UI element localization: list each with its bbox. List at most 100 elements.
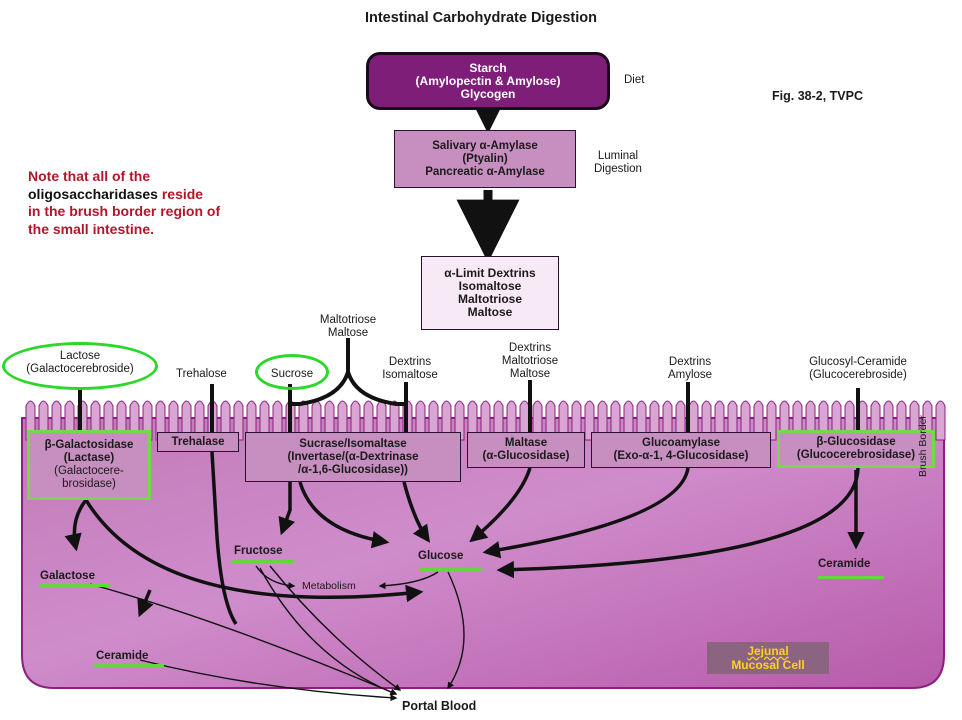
lactose-highlight — [2, 342, 158, 390]
lactase-line-1: β-Galactosidase — [44, 439, 134, 451]
microvillus — [545, 400, 556, 441]
figure-reference: Fig. 38-2, TVPC — [772, 89, 863, 103]
jejunal-mucosal-cell-label: Jejunal Mucosal Cell — [707, 642, 829, 674]
microvillus — [467, 400, 478, 441]
lactase-enzyme-box: β-Galactosidase (Lactase) (Galactocere- … — [27, 430, 151, 500]
note-text: Note that all of the oligosaccharidases … — [28, 168, 288, 238]
glycogen-label: Glycogen — [460, 86, 516, 101]
glucose-underline — [420, 568, 482, 571]
microvillus — [220, 400, 231, 441]
sucrose-substrate: Sucrose — [270, 368, 314, 380]
ceramide-left-underline — [94, 664, 164, 667]
microvillus — [675, 400, 686, 441]
note-line-2b: reside — [157, 185, 204, 202]
dextrins-maltotriose-maltose-substrate: Dextrins Maltotriose Maltose — [490, 342, 570, 381]
microvillus — [584, 400, 595, 441]
lactase-line-4: brosidase) — [62, 478, 116, 490]
lactase-line-3: (Galactocere- — [54, 465, 124, 477]
microvillus — [428, 400, 439, 441]
microvillus — [636, 400, 647, 441]
limit-dextrins: α-Limit Dextrins — [444, 266, 536, 280]
microvillus — [233, 400, 244, 441]
portal-blood-label: Portal Blood — [402, 699, 477, 713]
brush-border-label: Brush Border — [917, 415, 929, 477]
glucose-label: Glucose — [418, 550, 464, 562]
amylase-box: Salivary α-Amylase (Ptyalin) Pancreatic … — [394, 130, 576, 188]
luminal-products-box: α-Limit Dextrins Isomaltose Maltotriose … — [421, 256, 559, 330]
microvillus — [597, 400, 608, 441]
microvillus — [272, 400, 283, 441]
da-line-1: Dextrins — [668, 356, 712, 368]
maltotriose-maltose-substrate: Maltotriose Maltose — [308, 314, 388, 340]
note-line-4: the small intestine. — [28, 220, 155, 237]
sucrase-line-3: /α-1,6-Glucosidase)) — [298, 463, 408, 476]
microvillus — [350, 400, 361, 441]
glucoamylase-box: Glucoamylase (Exo-α-1, 4-Glucosidase) — [591, 432, 771, 468]
ceramide-right-label: Ceramide — [818, 558, 871, 570]
microvillus — [480, 400, 491, 441]
metabolism-label: Metabolism — [302, 580, 356, 592]
microvillus — [662, 400, 673, 441]
jejunal-line-2: Mucosal Cell — [731, 658, 805, 672]
microvillus — [441, 400, 452, 441]
microvillus — [766, 400, 777, 441]
microvillus — [168, 400, 179, 441]
di-line-2: Isomaltose — [382, 369, 438, 381]
starch-box: Starch (Amylopectin & Amylose) Glycogen — [366, 52, 610, 110]
microvillus — [415, 400, 426, 441]
trehalose-substrate: Trehalose — [176, 368, 227, 380]
sucrase-line-2: (Invertase/(α-Dextrinase — [287, 450, 419, 463]
microvillus — [181, 400, 192, 441]
microvillus — [324, 400, 335, 441]
jejunal-line-1: Jejunal — [747, 644, 789, 658]
microvillus — [558, 400, 569, 441]
maltose: Maltose — [467, 305, 513, 319]
microvillus — [246, 400, 257, 441]
microvillus — [493, 400, 504, 441]
microvillus — [701, 400, 712, 441]
ptyalin: (Ptyalin) — [462, 152, 508, 165]
mm-line-2: Maltose — [327, 327, 369, 339]
sucrase-isomaltase-box: Sucrase/Isomaltase (Invertase/(α-Dextrin… — [245, 432, 461, 482]
luminal-line-2: Digestion — [594, 163, 642, 175]
dmm-line-1: Dextrins — [508, 342, 552, 354]
microvillus — [740, 400, 751, 441]
microvillus — [194, 400, 205, 441]
lactase-line-2: (Lactase) — [63, 452, 115, 464]
maltase-box: Maltase (α-Glucosidase) — [467, 432, 585, 468]
microvillus — [259, 400, 270, 441]
microvillus — [610, 400, 621, 441]
microvillus — [649, 400, 660, 441]
galactocerebroside-label: (Galactocerebroside) — [26, 363, 134, 375]
microvillus — [753, 400, 764, 441]
fructose-underline — [232, 560, 294, 563]
dextrins-isomaltose-substrate: Dextrins Isomaltose — [370, 356, 450, 382]
sucrose-highlight — [255, 354, 329, 390]
glucosyl-ceramide-substrate: Glucosyl-Ceramide (Glucocerebroside) — [788, 356, 928, 382]
microvillus — [506, 400, 517, 441]
ceramide-left-label: Ceramide — [96, 650, 149, 662]
microvillus — [623, 400, 634, 441]
galactose-label: Galactose — [40, 570, 95, 582]
pancreatic-amylase: Pancreatic α-Amylase — [425, 165, 545, 178]
dmm-line-3: Maltose — [509, 368, 551, 380]
note-line-2a: oligosaccharidases — [28, 185, 158, 202]
starch-subtitle: (Amylopectin & Amylose) — [415, 73, 561, 88]
galactose-underline — [40, 584, 110, 587]
diagram-title: Intestinal Carbohydrate Digestion — [364, 10, 598, 26]
luminal-digestion-label: Luminal Digestion — [594, 150, 642, 176]
maltase-line-2: (α-Glucosidase) — [482, 450, 570, 462]
glucosidase-line-2: (Glucocerebrosidase) — [796, 449, 916, 461]
isomaltose: Isomaltose — [458, 279, 522, 293]
fructose-label: Fructose — [234, 545, 283, 557]
note-line-3: in the brush border region of — [28, 203, 221, 219]
salivary-amylase: Salivary α-Amylase — [432, 139, 538, 152]
maltotriose: Maltotriose — [457, 292, 522, 306]
diet-label: Diet — [624, 74, 645, 86]
glucoamylase-line-1: Glucoamylase — [642, 437, 720, 449]
beta-glucosidase-box: β-Glucosidase (Glucocerebrosidase) — [777, 430, 935, 468]
microvillus — [571, 400, 582, 441]
microvillus — [454, 400, 465, 441]
ceramide-right-underline — [818, 576, 884, 579]
